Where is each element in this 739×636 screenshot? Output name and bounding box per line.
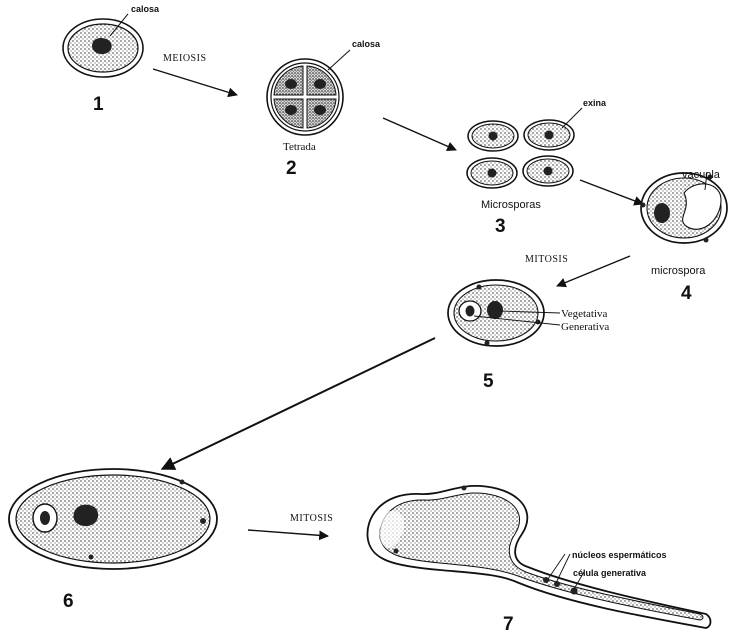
stage-7-number: 7 xyxy=(503,614,514,635)
sperm-nuclei-label: núcleos espermáticos xyxy=(572,550,667,560)
stage-2-tetrad xyxy=(267,50,350,135)
stage-6-number: 6 xyxy=(63,591,74,612)
microspore-cell xyxy=(468,121,518,151)
callose-label-1: calosa xyxy=(131,4,160,14)
tetrad-to-microspores-arrow xyxy=(383,118,456,150)
stage-4-microspore xyxy=(641,172,728,243)
stage-4-number: 4 xyxy=(681,283,692,304)
microspore-cell xyxy=(524,120,574,150)
mitosis-arrow-2 xyxy=(248,530,328,536)
microspore-label: microspora xyxy=(651,265,706,277)
stage-5-pollen xyxy=(448,280,560,346)
mitosis-label-1: MITOSIS xyxy=(525,254,568,265)
stage-3-microspores xyxy=(467,108,582,188)
mitosis-label-2: MITOSIS xyxy=(290,513,333,524)
vacuole-label: vacuola xyxy=(682,169,721,181)
callose-label-2: calosa xyxy=(352,39,381,49)
microspores-to-microspore-arrow xyxy=(580,180,643,204)
generative-cell-label: célula generativa xyxy=(573,568,647,578)
stage-3-number: 3 xyxy=(495,216,506,237)
generative-label: Generativa xyxy=(561,321,609,333)
microspores-label: Microsporas xyxy=(481,199,541,211)
exine-label: exina xyxy=(583,98,607,108)
stage-1-number: 1 xyxy=(93,94,104,115)
stage-2-number: 2 xyxy=(286,158,297,179)
stage-1-cell xyxy=(63,14,143,77)
microspore-cell xyxy=(467,158,517,188)
vegetative-label: Vegetativa xyxy=(561,308,608,320)
microspore-cell xyxy=(523,156,573,186)
meiosis-arrow xyxy=(153,69,237,95)
pollen-to-mature-arrow xyxy=(162,338,435,469)
stage-6-pollen xyxy=(9,469,217,569)
stage-5-number: 5 xyxy=(483,371,494,392)
tetrad-label: Tetrada xyxy=(283,141,316,153)
meiosis-label: MEIOSIS xyxy=(163,53,207,64)
